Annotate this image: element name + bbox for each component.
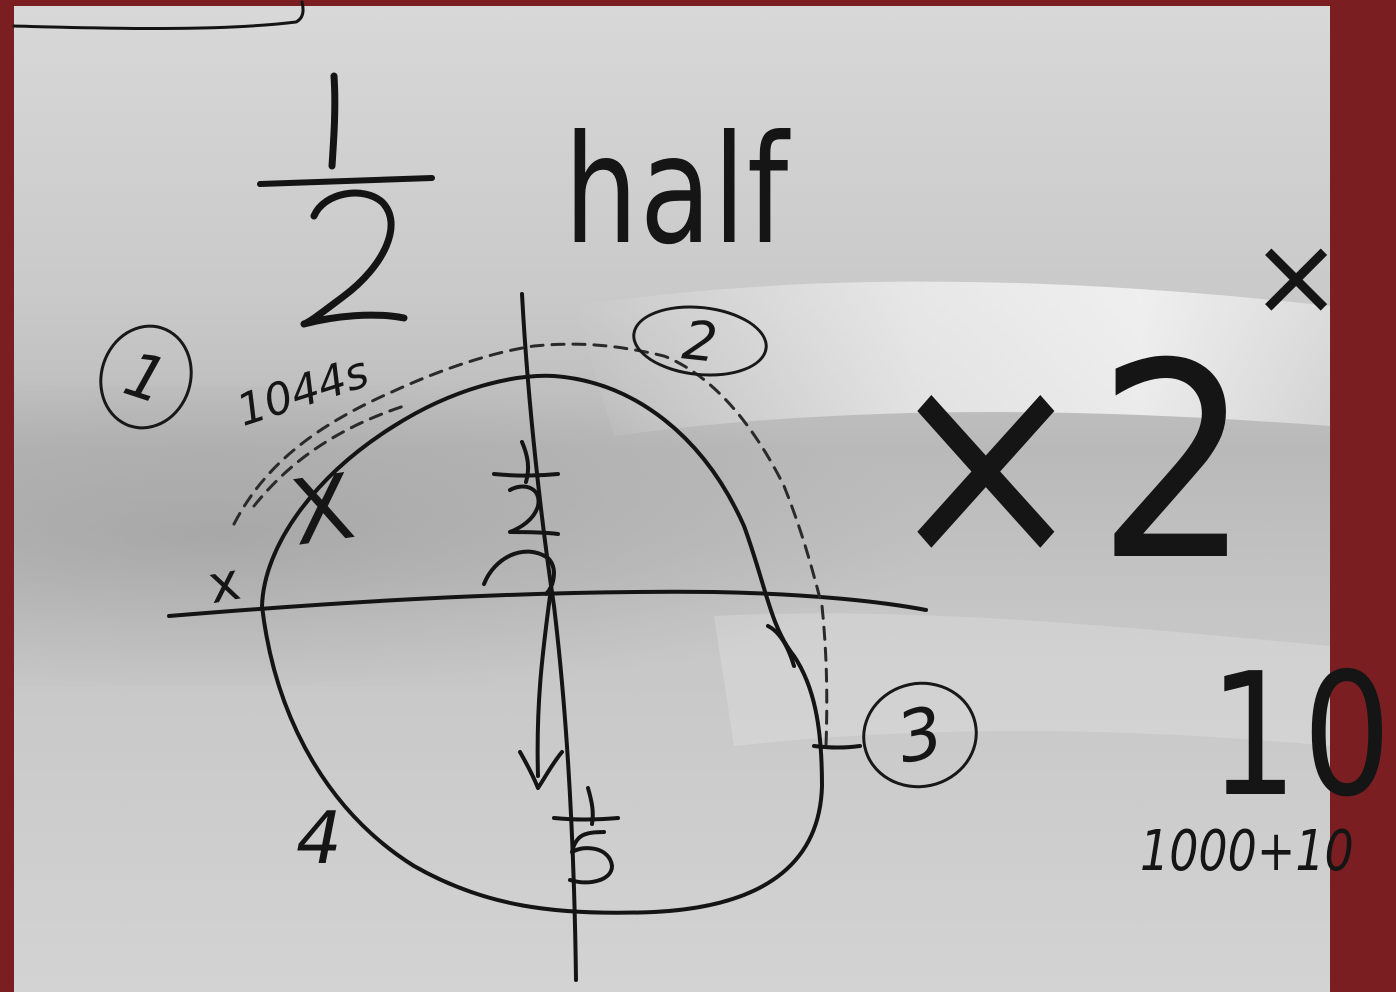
times-two-label: ×2 xyxy=(884,305,1261,620)
circled-two-text: 2 xyxy=(679,307,721,375)
axis-fraction-bottom-denominator: 5 xyxy=(584,846,585,847)
fraction-two-stroke xyxy=(300,189,408,328)
dashed-path-upper xyxy=(232,342,829,748)
fraction-one-stroke xyxy=(328,72,339,170)
axis-fraction-top-two xyxy=(508,484,560,536)
upper-x-mark: X xyxy=(284,454,361,567)
fraction-main-numerator: 1 xyxy=(314,76,315,77)
section-four-label: 4 xyxy=(296,796,342,880)
axis-fraction-top-numerator: 1 xyxy=(514,446,515,447)
sum-label: 1000+10 xyxy=(1140,819,1354,884)
dashed-path-inner xyxy=(252,404,406,508)
ink-drawing xyxy=(12,0,928,982)
axis-fraction-bottom-numerator: 1 xyxy=(584,796,585,797)
whiteboard: half 1044s 4 ×2 10 1000+10 × 1 2 3 x X 1… xyxy=(12,0,1391,992)
photo-stage: half 1044s 4 ×2 10 1000+10 × 1 2 3 x X 1… xyxy=(12,0,1392,992)
right-tick xyxy=(766,624,862,750)
top-right-x-mark: × xyxy=(1250,212,1343,340)
word-half: half xyxy=(564,104,790,278)
axis-fraction-top-denominator: 2 xyxy=(514,496,515,497)
axis-fraction-bottom-five xyxy=(568,830,614,885)
horizontal-axis xyxy=(167,589,928,618)
blob-outline xyxy=(260,373,824,915)
center-curl xyxy=(482,549,556,596)
axis-arrow xyxy=(518,594,564,790)
axis-fraction-top-bar xyxy=(492,472,560,478)
fraction-main-denominator: 2 xyxy=(314,226,315,227)
fraction-bar xyxy=(257,175,435,187)
ten-label: 10 xyxy=(1209,637,1396,835)
circled-three-text: 3 xyxy=(889,690,951,780)
vertical-axis xyxy=(520,292,578,982)
axis-fraction-top-one xyxy=(520,440,531,484)
box-corner-top-left xyxy=(12,0,305,30)
axis-fraction-bottom-bar xyxy=(552,816,620,822)
circled-one-text: 1 xyxy=(115,336,177,418)
